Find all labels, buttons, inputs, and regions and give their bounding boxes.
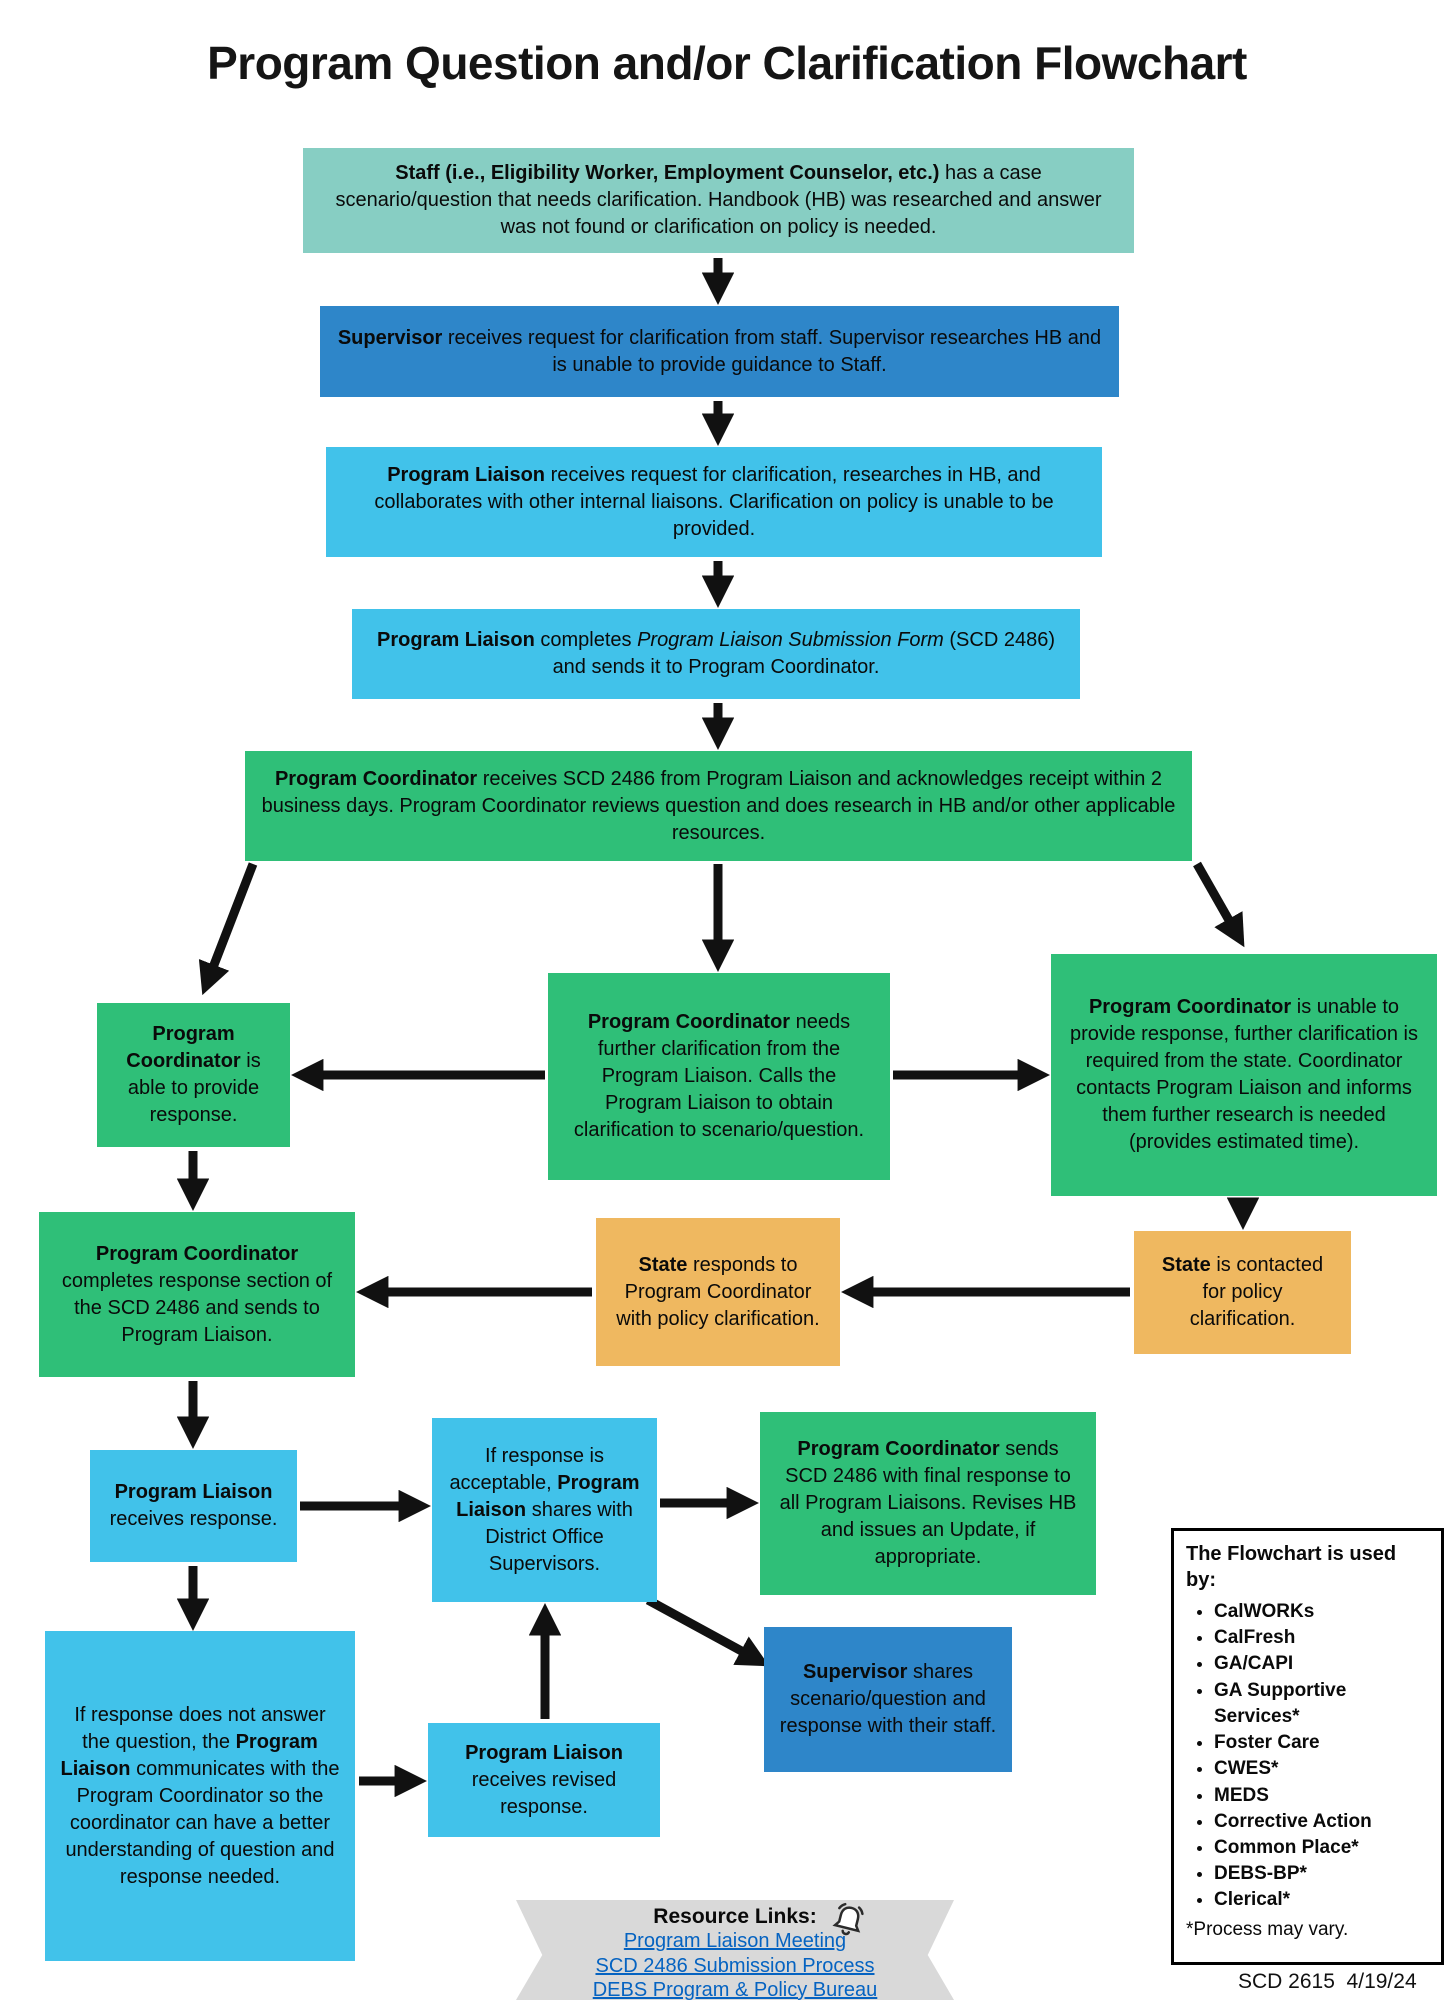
liaison-form-box-text: Program Liaison completes Program Liaiso… xyxy=(376,629,1055,678)
coordinator-unable-box: Program Coordinator is unable to provide… xyxy=(1051,954,1437,1196)
used-by-item: DEBS-BP* xyxy=(1214,1861,1431,1887)
used-by-item: CalWORKs xyxy=(1214,1599,1431,1625)
used-by-item: CWES* xyxy=(1214,1756,1431,1782)
used-by-item: Foster Care xyxy=(1214,1730,1431,1756)
arrow-acceptable-to-supervisor-shares xyxy=(645,1596,770,1667)
liaison-revised-box-text: Program Liaison receives revised respons… xyxy=(465,1741,623,1818)
used-by-item: Common Place* xyxy=(1214,1835,1431,1861)
link-debs-program-policy-bureau[interactable]: DEBS Program & Policy Bureau xyxy=(592,1978,878,2000)
state-contacted-box-text: State is contacted for policy clarificat… xyxy=(1161,1254,1324,1330)
coordinator-able-box: Program Coordinator is able to provide r… xyxy=(97,1003,290,1147)
used-by-list: CalWORKsCalFreshGA/CAPIGA Supportive Ser… xyxy=(1186,1599,1431,1914)
supervisor-box-text: Supervisor receives request for clarific… xyxy=(337,326,1102,376)
staff-box: Staff (i.e., Eligibility Worker, Employm… xyxy=(303,148,1134,253)
used-by-footnote: *Process may vary. xyxy=(1186,1918,1349,1940)
used-by-title: The Flowchart is used by: xyxy=(1186,1543,1397,1591)
used-by-item: CalFresh xyxy=(1214,1625,1431,1651)
bell-icon xyxy=(823,1900,873,1949)
arrow-coordinator-to-unable xyxy=(1193,861,1245,948)
link-scd-2486-submission-process[interactable]: SCD 2486 Submission Process xyxy=(595,1954,875,1977)
used-by-item: GA/CAPI xyxy=(1214,1651,1431,1677)
liaison-revised-box: Program Liaison receives revised respons… xyxy=(428,1723,660,1837)
liaison-form-box: Program Liaison completes Program Liaiso… xyxy=(352,609,1080,699)
coordinator-sends-box: Program Coordinator sends SCD 2486 with … xyxy=(760,1412,1096,1595)
response-not-answered-box: If response does not answer the question… xyxy=(45,1631,355,1961)
resource-links-banner: Resource Links: Program Liaison Meeting … xyxy=(516,1900,954,2000)
response-acceptable-box: If response is acceptable, Program Liais… xyxy=(432,1418,657,1602)
state-responds-box: State responds to Program Coordinator wi… xyxy=(596,1218,840,1366)
coordinator-completes-box-text: Program Coordinator completes response s… xyxy=(61,1242,333,1346)
resource-links-title: Resource Links: xyxy=(653,1905,817,1928)
supervisor-shares-box-text: Supervisor shares scenario/question and … xyxy=(779,1661,997,1737)
form-number: SCD 2615 4/19/24 xyxy=(1238,1970,1417,1993)
used-by-item: Corrective Action xyxy=(1214,1809,1431,1835)
supervisor-box: Supervisor receives request for clarific… xyxy=(320,306,1119,397)
liaison-receives-box: Program Liaison receives request for cla… xyxy=(326,447,1102,557)
page-title: Program Question and/or Clarification Fl… xyxy=(207,37,1247,89)
coordinator-receives-box: Program Coordinator receives SCD 2486 fr… xyxy=(245,751,1192,861)
arrow-coordinator-to-able xyxy=(198,862,258,996)
state-responds-box-text: State responds to Program Coordinator wi… xyxy=(616,1253,820,1330)
liaison-response-box-text: Program Liaison receives response. xyxy=(109,1481,278,1530)
coordinator-needs-box: Program Coordinator needs further clarif… xyxy=(548,973,890,1180)
link-program-liaison-meeting[interactable]: Program Liaison Meeting xyxy=(623,1930,847,1953)
staff-box-text: Staff (i.e., Eligibility Worker, Employm… xyxy=(335,162,1102,238)
coordinator-needs-box-text: Program Coordinator needs further clarif… xyxy=(573,1011,865,1141)
state-contacted-box: State is contacted for policy clarificat… xyxy=(1134,1231,1351,1354)
used-by-item: Clerical* xyxy=(1214,1887,1431,1913)
response-acceptable-box-text: If response is acceptable, Program Liais… xyxy=(449,1444,640,1575)
used-by-item: GA Supportive Services* xyxy=(1214,1678,1431,1730)
coordinator-able-box-text: Program Coordinator is able to provide r… xyxy=(126,1023,261,1126)
coordinator-receives-box-text: Program Coordinator receives SCD 2486 fr… xyxy=(261,767,1176,844)
coordinator-completes-box: Program Coordinator completes response s… xyxy=(39,1212,355,1377)
liaison-response-box: Program Liaison receives response. xyxy=(90,1450,297,1562)
used-by-item: MEDS xyxy=(1214,1783,1431,1809)
used-by-panel: The Flowchart is used by: CalWORKsCalFre… xyxy=(1171,1528,1444,1965)
coordinator-unable-box-text: Program Coordinator is unable to provide… xyxy=(1070,996,1418,1153)
response-not-answered-box-text: If response does not answer the question… xyxy=(60,1703,340,1888)
supervisor-shares-box: Supervisor shares scenario/question and … xyxy=(764,1627,1012,1772)
coordinator-sends-box-text: Program Coordinator sends SCD 2486 with … xyxy=(779,1438,1077,1568)
liaison-receives-box-text: Program Liaison receives request for cla… xyxy=(374,463,1054,540)
